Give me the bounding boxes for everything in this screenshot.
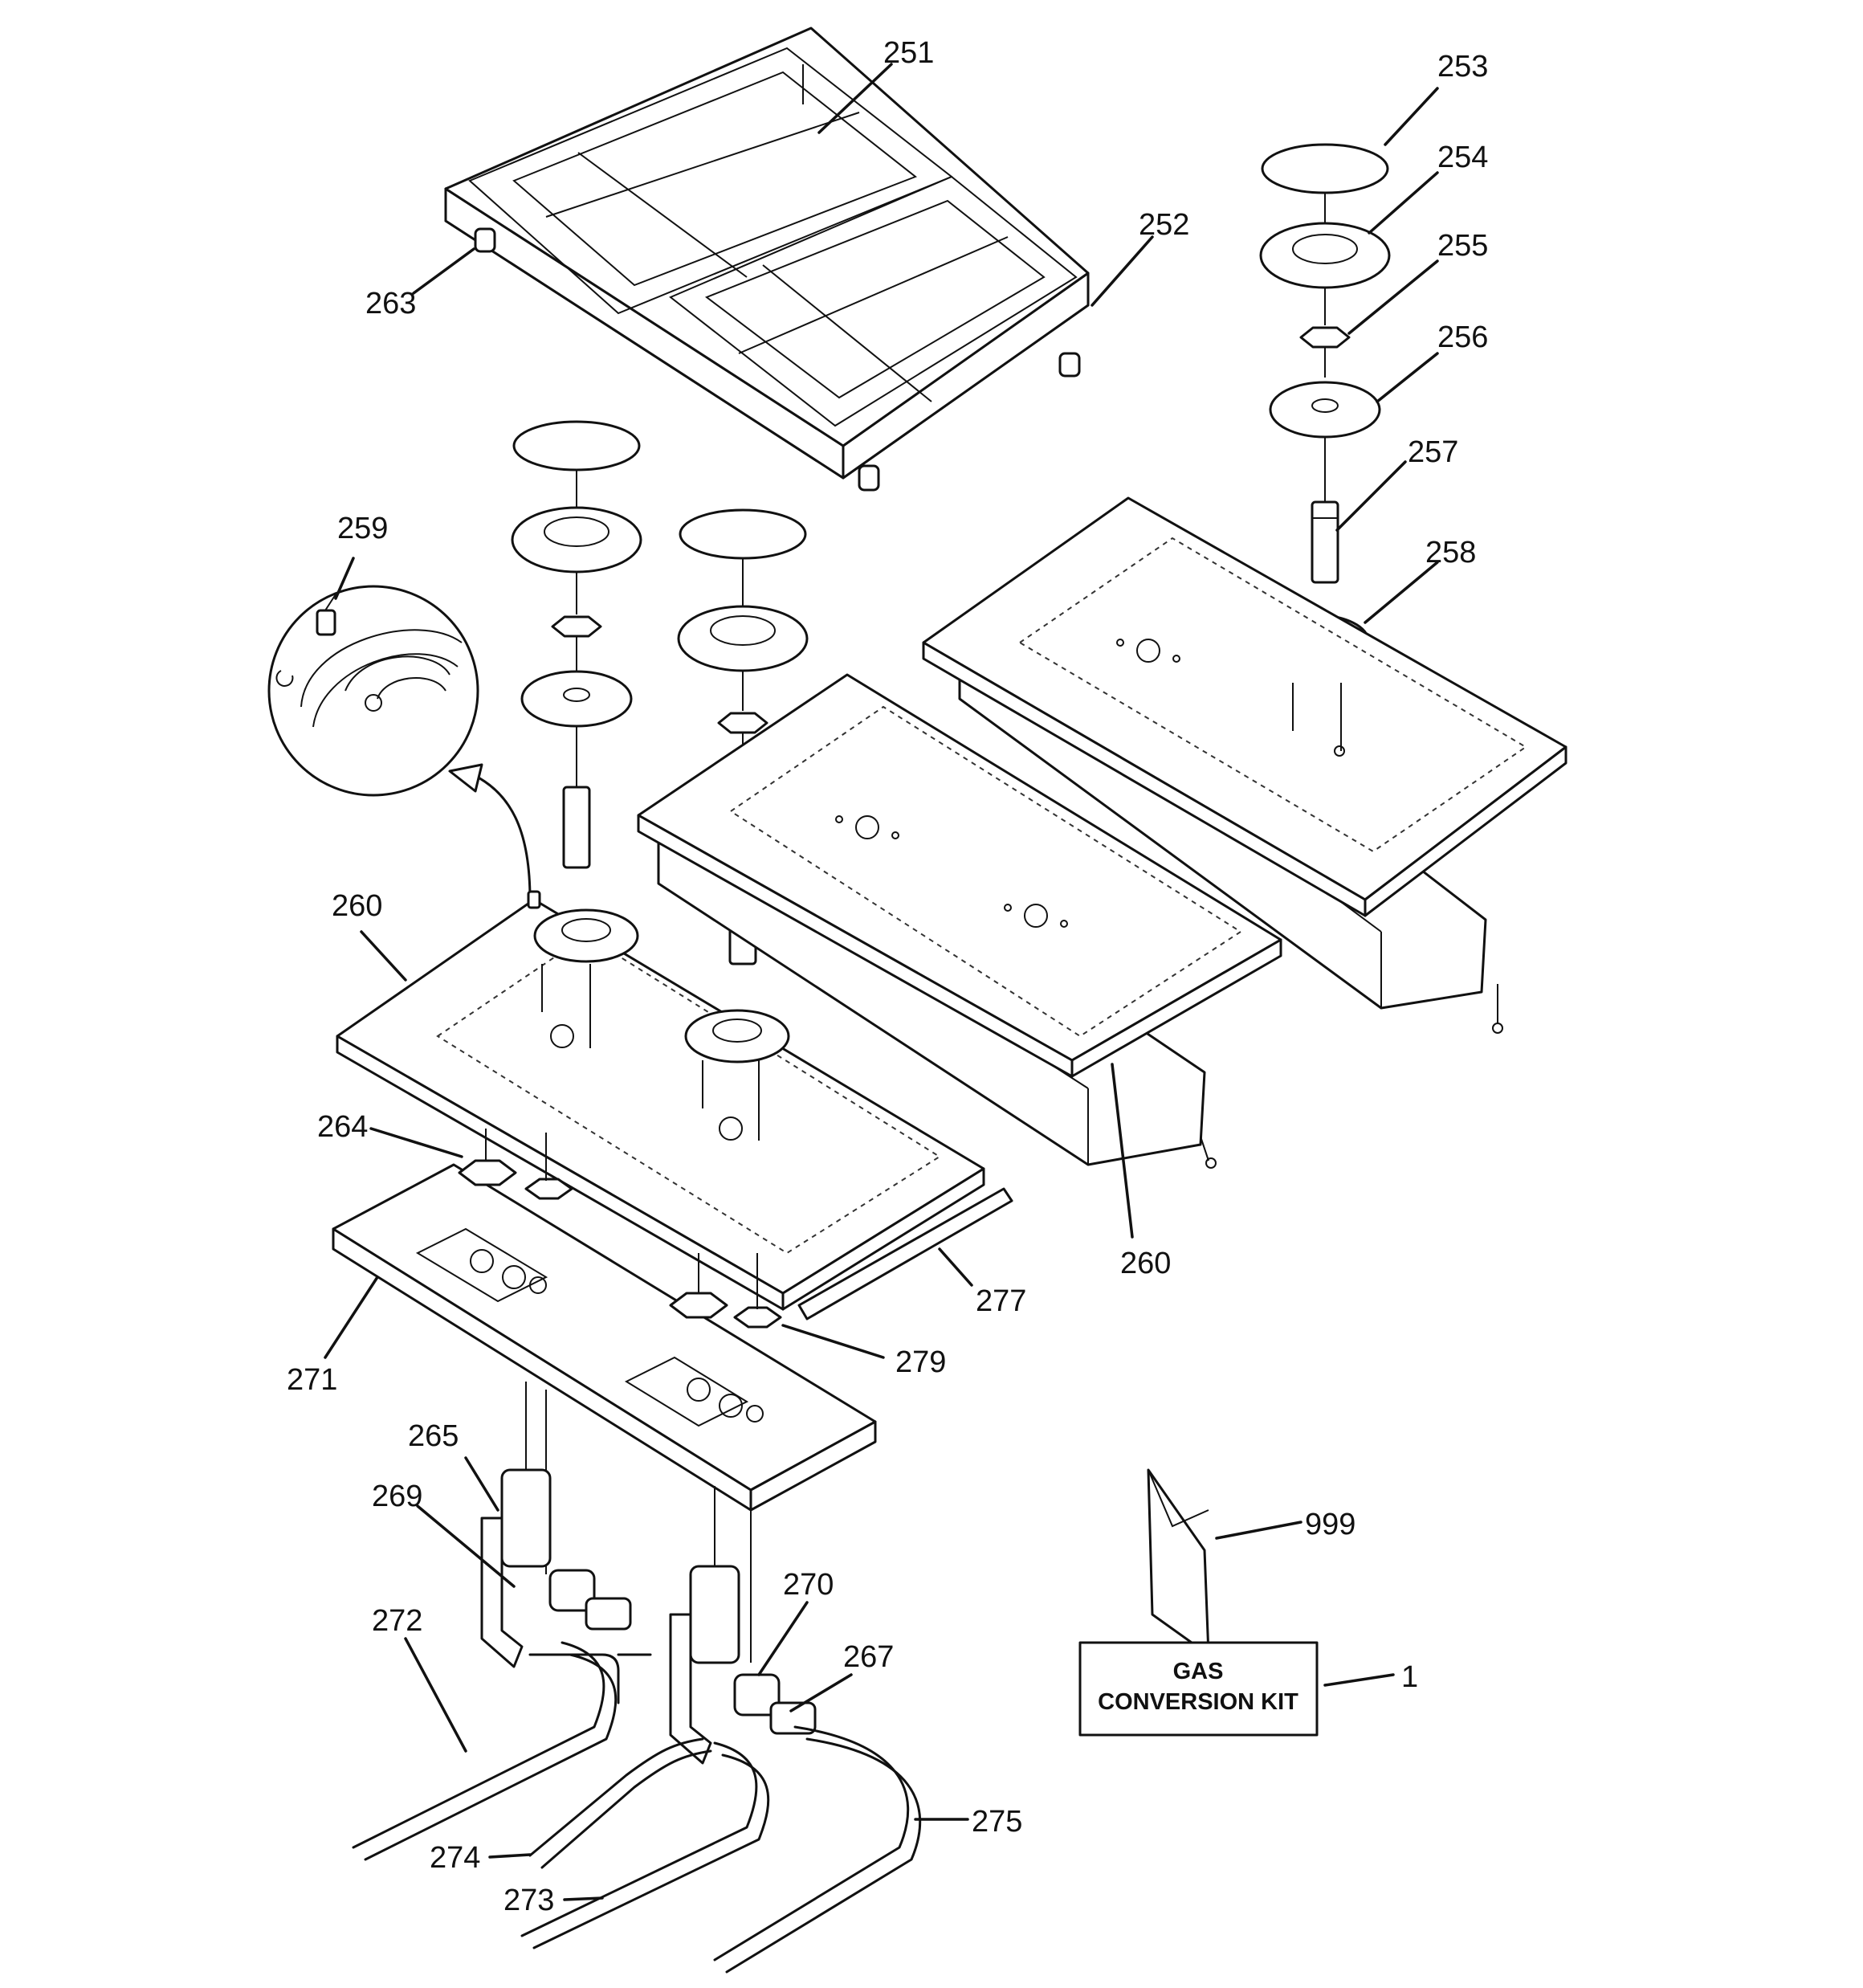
manifold-bracket <box>332 1129 1013 1512</box>
callout-275: 275 <box>972 1805 1022 1839</box>
callout-260-center: 260 <box>1120 1247 1171 1280</box>
callout-255: 255 <box>1437 229 1488 263</box>
valves-and-tubing <box>352 1382 922 1974</box>
callout-257: 257 <box>1408 435 1458 469</box>
callout-253: 253 <box>1437 50 1488 84</box>
callout-270: 270 <box>783 1568 834 1602</box>
callout-272: 272 <box>372 1604 422 1638</box>
burner-box-center <box>637 673 1282 1169</box>
burner-base-256 <box>1269 381 1381 439</box>
detail-inset-259 <box>267 585 532 901</box>
callout-269: 269 <box>372 1480 422 1513</box>
callout-251: 251 <box>883 36 934 70</box>
callout-279: 279 <box>895 1345 946 1379</box>
instruction-sheet-999 <box>1147 1468 1210 1656</box>
elbow-270 <box>733 1673 781 1717</box>
foot-front <box>858 464 880 492</box>
nut-279 <box>733 1306 782 1329</box>
strip-277 <box>797 1187 1013 1321</box>
callout-1: 1 <box>1401 1660 1418 1694</box>
callout-260-front: 260 <box>332 889 382 923</box>
callout-263: 263 <box>365 287 416 320</box>
callout-273: 273 <box>503 1884 554 1917</box>
callout-labels: 251 252 253 254 255 256 257 258 259 260 … <box>287 36 1488 1917</box>
burner-box-right <box>922 496 1567 1034</box>
callout-277: 277 <box>976 1284 1026 1318</box>
callout-259: 259 <box>337 512 388 545</box>
foot-left <box>474 227 496 253</box>
burner-cap-253 <box>1261 143 1389 194</box>
orifice-holder-257 <box>1311 500 1339 584</box>
callout-274: 274 <box>430 1841 480 1875</box>
kit-line-1: GAS <box>1173 1659 1224 1684</box>
callout-254: 254 <box>1437 141 1488 174</box>
callout-999: 999 <box>1305 1508 1355 1541</box>
callout-265: 265 <box>408 1419 459 1453</box>
callout-252: 252 <box>1139 208 1189 242</box>
callout-271: 271 <box>287 1363 337 1397</box>
hex-nut-255 <box>1299 326 1351 349</box>
leader-lines <box>324 63 1439 1901</box>
nut-264 <box>458 1159 517 1186</box>
callout-258: 258 <box>1425 536 1476 569</box>
callout-267: 267 <box>843 1640 894 1674</box>
callout-264: 264 <box>317 1110 368 1144</box>
kit-line-2: CONVERSION KIT <box>1098 1689 1298 1715</box>
gas-conversion-kit-box: GAS CONVERSION KIT <box>1078 1641 1319 1737</box>
burner-box-left <box>336 890 985 1311</box>
grate-assembly <box>444 27 1090 492</box>
foot-right <box>1058 352 1081 378</box>
left-burner-stack <box>511 420 642 869</box>
valve-265 <box>500 1468 552 1568</box>
callout-256: 256 <box>1437 320 1488 354</box>
